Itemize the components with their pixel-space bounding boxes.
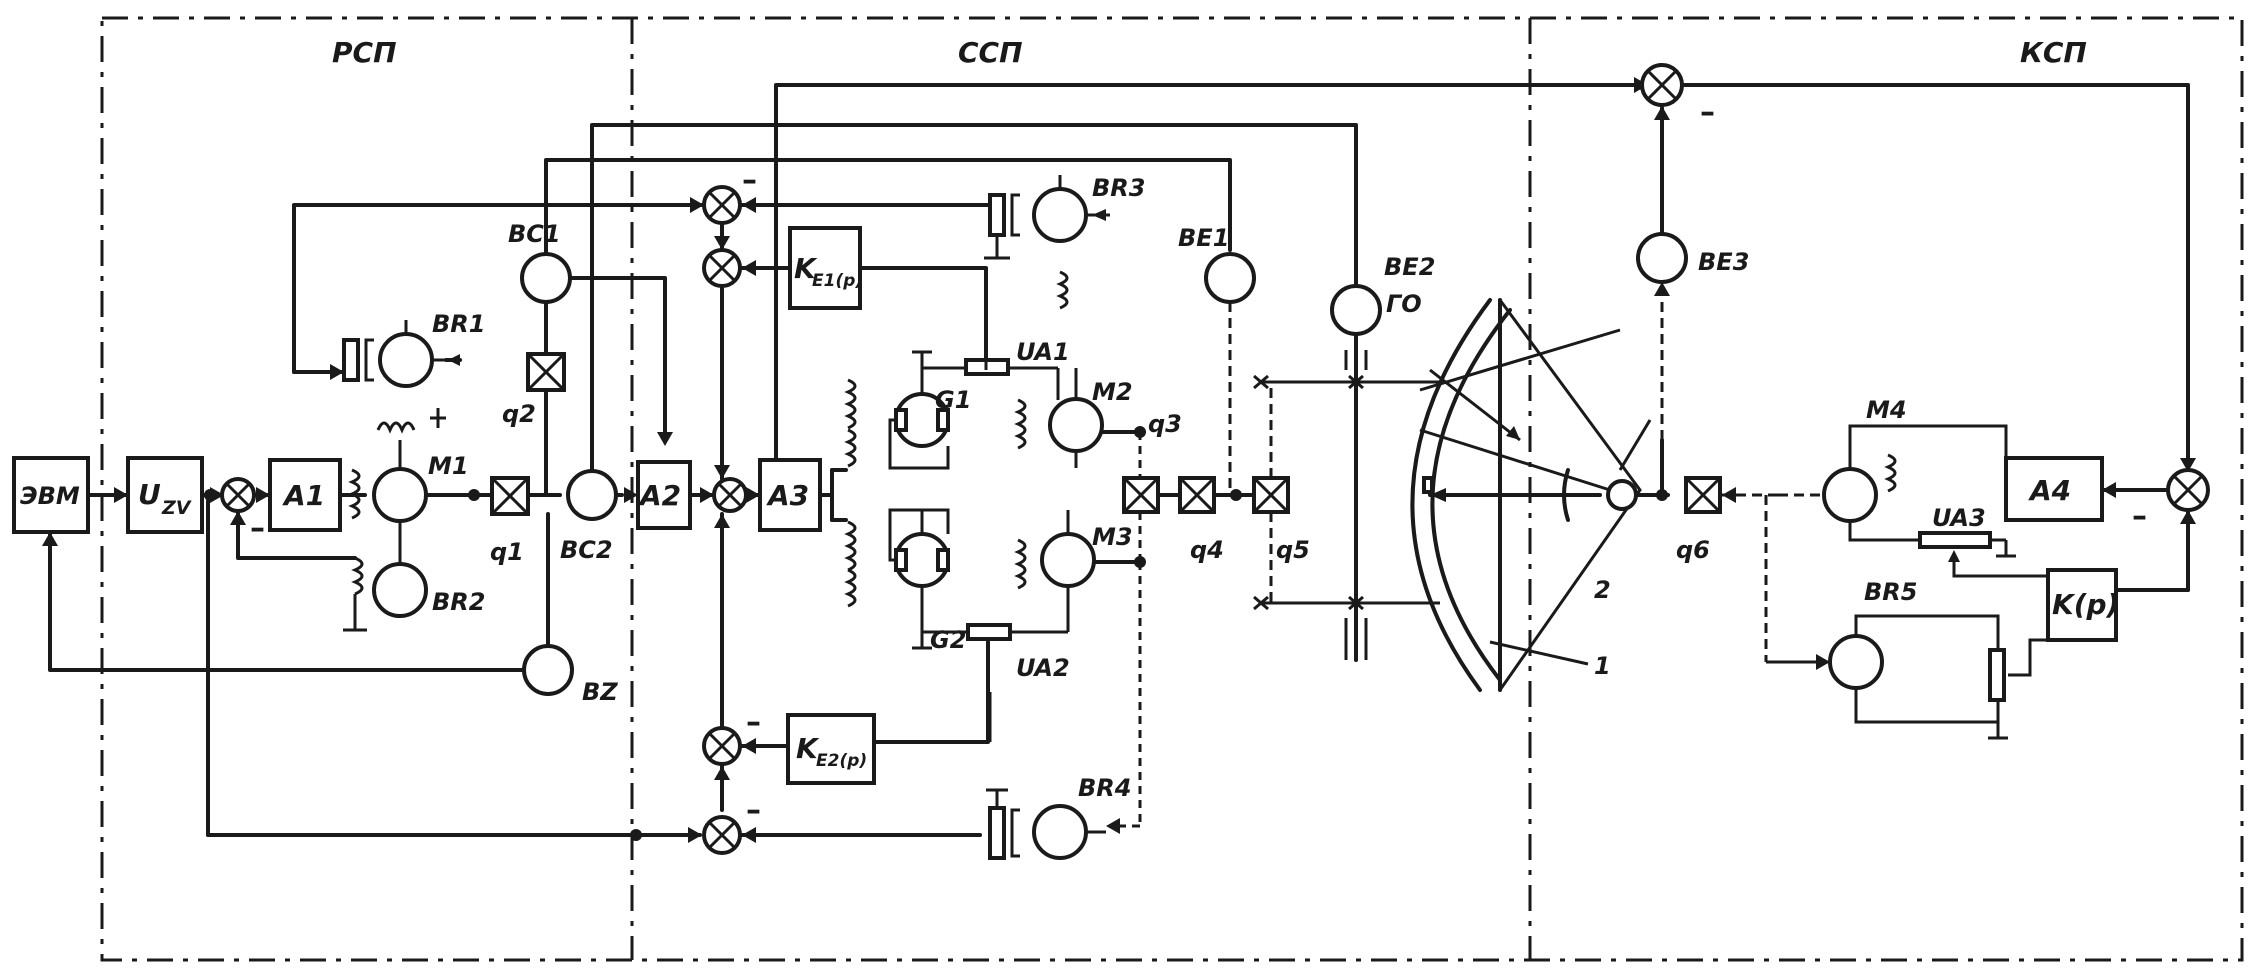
q2-gearbox — [526, 300, 566, 497]
sum-junction-ksp-right — [2100, 468, 2210, 592]
uzv-block — [126, 456, 204, 534]
a3-label: A3 — [766, 479, 809, 512]
region-label-ksp: КСП — [2020, 36, 2087, 69]
ssp-to-ksp-line — [774, 83, 1650, 462]
ke1-label: K — [794, 252, 818, 285]
sum-junction-2 — [712, 477, 748, 513]
be1-sensor — [1204, 252, 1256, 495]
region-label-ssp: ССП — [958, 36, 1023, 69]
upper-loop-lines — [714, 197, 1002, 481]
be1-label: BE1 — [1178, 224, 1229, 252]
bc1-sensor — [520, 158, 1232, 446]
q4-label: q4 — [1190, 536, 1224, 564]
uzv-label: U — [138, 478, 161, 511]
ua3-label: UA3 — [1932, 504, 1986, 532]
a2-block — [636, 460, 692, 530]
ke2-block — [786, 713, 876, 785]
br2-sensor — [230, 509, 428, 632]
br1-tachogenerator — [342, 320, 446, 434]
be3-label: BE3 — [1698, 248, 1749, 276]
m2-label: M2 — [1092, 378, 1133, 406]
br4-label: BR4 — [1078, 774, 1131, 802]
sum-junction-lower-2 — [702, 815, 982, 855]
q5-label: q5 — [1276, 536, 1310, 564]
q1-label: q1 — [490, 538, 524, 566]
ke2-label: K — [796, 732, 820, 765]
ke2-subscript: E2(p) — [816, 751, 867, 771]
br3-label: BR3 — [1092, 174, 1145, 202]
minus-sign-lower-2: – — [746, 793, 761, 828]
go-label: ГО — [1386, 290, 1422, 318]
kp-label: K(p) — [2052, 588, 2119, 621]
minus-sign-1: – — [250, 511, 265, 546]
a1-block — [268, 458, 342, 532]
antenna-ref-label: 1 — [1594, 652, 1611, 680]
q6-label: q6 — [1676, 536, 1710, 564]
sum-junction-upper-1 — [702, 185, 742, 225]
br1-feedback-lines — [292, 197, 704, 380]
bc2-label: BC2 — [560, 536, 613, 564]
q2-label: q2 — [502, 400, 536, 428]
ke1-subscript: E1(p) — [812, 271, 863, 291]
evm-label: ЭВМ — [20, 482, 80, 510]
sum-junction-ksp-top — [1640, 63, 2196, 472]
br5-label: BR5 — [1864, 578, 1917, 606]
bz-sensor — [42, 499, 702, 843]
m2-motor — [1048, 368, 1146, 468]
feed-ref-label: 2 — [1594, 576, 1611, 604]
sum-junction-upper-2 — [702, 248, 742, 288]
m1-label: M1 — [428, 452, 469, 480]
uzv-subscript: ZV — [161, 497, 192, 519]
be3-sensor — [1636, 106, 1688, 497]
be2-label: BE2 — [1384, 253, 1435, 281]
m4-motor — [1778, 424, 2048, 578]
minus-sign-ksp-right: – — [2132, 499, 2147, 534]
minus-sign-ksp-top: – — [1700, 95, 1715, 130]
q1-gearbox — [490, 476, 530, 516]
br4-tachogenerator — [986, 788, 1106, 860]
bc2-sensor — [566, 123, 1358, 642]
br3-tachogenerator — [984, 175, 1110, 310]
ke1-block — [788, 226, 862, 310]
bz-label: BZ — [582, 678, 618, 706]
region-label-rsp: РСП — [332, 36, 397, 69]
br5-tachogenerator — [1764, 495, 2048, 740]
g1-label: G1 — [935, 386, 971, 414]
minus-sign-upper-1: – — [742, 163, 757, 198]
ke1-out-line — [858, 266, 988, 364]
ua2-label: UA2 — [1016, 654, 1070, 682]
m3-motor — [1040, 510, 1146, 632]
g1-generator — [844, 350, 1060, 470]
evm-block — [12, 456, 90, 534]
sum-junction-1 — [220, 477, 256, 513]
region-borders — [100, 16, 2244, 962]
g2-generator — [844, 508, 1068, 650]
m4-label: M4 — [1866, 396, 1907, 424]
q3-label: q3 — [1148, 410, 1182, 438]
sum-junction-lower-1 — [702, 512, 790, 812]
kp-block — [2046, 568, 2118, 642]
a1-label: A1 — [282, 479, 325, 512]
be2-sensor — [1330, 284, 1382, 662]
antenna-shaft-upper — [1253, 350, 1440, 390]
parabolic-antenna — [1410, 298, 1652, 692]
q6-gearbox — [1684, 476, 1778, 514]
minus-sign-lower-1: – — [746, 705, 761, 740]
antenna-shaft-lower — [1253, 595, 1440, 660]
q5-gearbox — [1252, 382, 1290, 603]
q3-gearbox — [1122, 476, 1160, 514]
a2-label: A2 — [638, 479, 681, 512]
bc1-label: BC1 — [508, 220, 561, 248]
q4-gearbox — [1178, 476, 1216, 514]
ua1-label: UA1 — [1016, 338, 1070, 366]
g2-label: G2 — [930, 626, 966, 654]
a3-block — [758, 458, 822, 532]
br2-label: BR2 — [432, 588, 485, 616]
m3-label: M3 — [1092, 523, 1133, 551]
a4-label: A4 — [2028, 474, 2071, 507]
br1-label: BR1 — [432, 310, 485, 338]
